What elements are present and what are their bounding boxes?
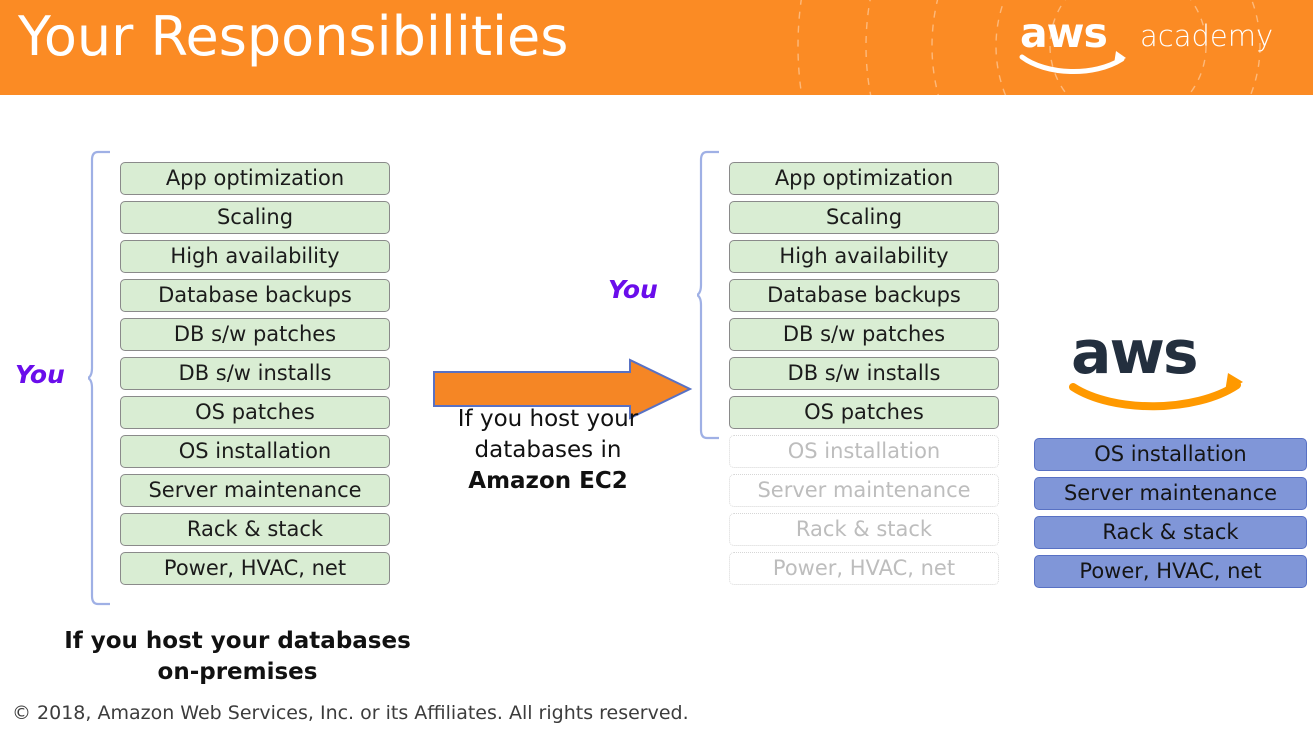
middle-responsibility-item: DB s/w patches (729, 318, 999, 351)
left-responsibility-item: DB s/w installs (120, 357, 390, 390)
aws-logo-icon: aws (1069, 318, 1243, 411)
left-responsibility-item: Scaling (120, 201, 390, 234)
aws-responsibility-item: Rack & stack (1034, 516, 1307, 549)
left-caption-line2: on-premises (157, 659, 318, 685)
left-responsibility-item: App optimization (120, 162, 390, 195)
slide-header: Your Responsibilities aws academy (0, 0, 1313, 95)
middle-responsibility-item: OS installation (729, 435, 999, 468)
left-responsibility-item: DB s/w patches (120, 318, 390, 351)
svg-text:academy: academy (1140, 19, 1273, 53)
svg-text:aws: aws (1020, 9, 1107, 57)
middle-responsibility-item: High availability (729, 240, 999, 273)
left-responsibility-item: Database backups (120, 279, 390, 312)
transition-caption-line3: Amazon EC2 (468, 468, 628, 494)
left-responsibility-item: Rack & stack (120, 513, 390, 546)
left-bracket (88, 150, 110, 606)
svg-text:aws: aws (1071, 318, 1197, 388)
page-title: Your Responsibilities (18, 5, 569, 68)
transition-right-arrow-icon (433, 358, 693, 420)
middle-responsibility-item: OS patches (729, 396, 999, 429)
left-responsibility-item: High availability (120, 240, 390, 273)
middle-responsibility-item: Scaling (729, 201, 999, 234)
left-responsibility-item: Server maintenance (120, 474, 390, 507)
left-caption-line1: If you host your databases (64, 628, 411, 654)
aws-responsibility-item: Power, HVAC, net (1034, 555, 1307, 588)
middle-responsibility-item: App optimization (729, 162, 999, 195)
left-responsibility-item: Power, HVAC, net (120, 552, 390, 585)
transition-caption-line1: If you host your (457, 406, 639, 432)
you-label-left: You (15, 360, 65, 389)
middle-bracket (697, 150, 719, 440)
middle-responsibility-item: Database backups (729, 279, 999, 312)
aws-responsibility-item: OS installation (1034, 438, 1307, 471)
middle-responsibility-item: Rack & stack (729, 513, 999, 546)
header-decorative-arcs (797, 0, 1261, 95)
middle-responsibility-item: DB s/w installs (729, 357, 999, 390)
left-responsibility-item: OS installation (120, 435, 390, 468)
aws-academy-logo-icon: aws academy (1019, 9, 1273, 75)
aws-responsibility-item: Server maintenance (1034, 477, 1307, 510)
transition-caption: If you host your databases in Amazon EC2 (424, 404, 672, 497)
left-column-caption: If you host your databases on-premises (60, 626, 415, 688)
left-responsibility-item: OS patches (120, 396, 390, 429)
you-label-middle: You (608, 275, 658, 304)
copyright-footer: © 2018, Amazon Web Services, Inc. or its… (12, 702, 689, 724)
transition-caption-line2: databases in (474, 437, 622, 463)
middle-responsibility-item: Power, HVAC, net (729, 552, 999, 585)
middle-responsibility-item: Server maintenance (729, 474, 999, 507)
